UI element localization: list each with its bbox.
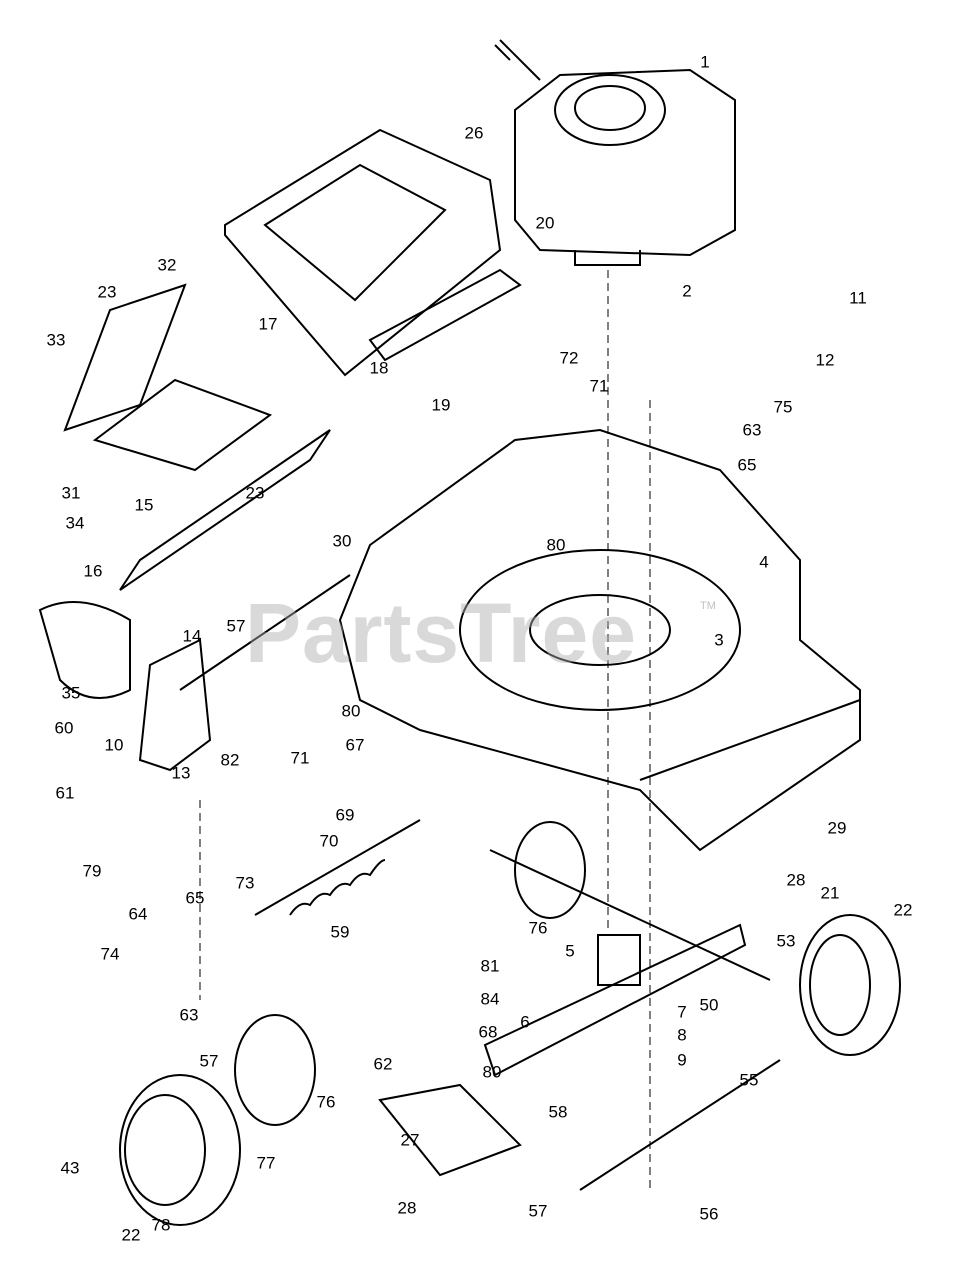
wheel-hub-part	[234, 1014, 316, 1126]
callout-2: 2	[682, 281, 692, 301]
callout-4: 4	[759, 552, 769, 572]
callout-73: 73	[235, 873, 255, 893]
callout-77: 77	[256, 1153, 276, 1173]
callout-82: 82	[220, 750, 240, 770]
callout-17: 17	[258, 314, 278, 334]
callout-57: 57	[199, 1051, 219, 1071]
callout-78: 78	[151, 1215, 171, 1235]
callout-8: 8	[677, 1025, 687, 1045]
callout-61: 61	[55, 783, 75, 803]
callout-68: 68	[478, 1022, 498, 1042]
callout-23: 23	[97, 282, 117, 302]
callout-14: 14	[182, 626, 202, 646]
callout-67: 67	[345, 735, 365, 755]
callout-28: 28	[397, 1198, 417, 1218]
height-adjuster-bracket-part	[138, 638, 212, 772]
callout-64: 64	[128, 904, 148, 924]
watermark-tm: TM	[700, 600, 716, 612]
callout-30: 30	[332, 531, 352, 551]
callout-57: 57	[528, 1201, 548, 1221]
callout-26: 26	[464, 123, 484, 143]
callout-63: 63	[742, 420, 762, 440]
callout-9: 9	[677, 1050, 687, 1070]
callout-62: 62	[373, 1054, 393, 1074]
center-lines	[199, 270, 651, 1190]
callout-35: 35	[61, 683, 81, 703]
callout-65: 65	[737, 455, 757, 475]
callout-71: 71	[589, 376, 609, 396]
callout-71: 71	[290, 748, 310, 768]
rear-deflector-part	[38, 601, 131, 699]
callout-11: 11	[849, 288, 867, 308]
plate-part	[378, 1083, 522, 1177]
callout-63: 63	[179, 1005, 199, 1025]
callout-57: 57	[226, 616, 246, 636]
callout-12: 12	[815, 350, 835, 370]
mower-deck-part	[338, 428, 861, 852]
callout-10: 10	[104, 735, 124, 755]
bag-frame-part	[63, 283, 331, 591]
callout-50: 50	[699, 995, 719, 1015]
callout-55: 55	[739, 1070, 759, 1090]
wheel-hub-part	[514, 821, 586, 919]
callout-13: 13	[171, 763, 191, 783]
callout-27: 27	[400, 1130, 420, 1150]
spring-part	[289, 859, 386, 916]
callout-80: 80	[341, 701, 361, 721]
front-axle-part	[579, 1059, 781, 1191]
callout-15: 15	[134, 495, 154, 515]
callout-32: 32	[157, 255, 177, 275]
callout-81: 81	[480, 956, 500, 976]
callout-1: 1	[700, 52, 710, 72]
callout-3: 3	[714, 630, 724, 650]
callout-53: 53	[776, 931, 796, 951]
callout-76: 76	[528, 918, 548, 938]
callout-21: 21	[820, 883, 840, 903]
callout-7: 7	[677, 1002, 687, 1022]
watermark-text: PartsTree	[245, 586, 637, 680]
callout-31: 31	[61, 483, 81, 503]
callout-20: 20	[535, 213, 555, 233]
blade-part	[483, 923, 747, 1077]
callout-28: 28	[786, 870, 806, 890]
callout-70: 70	[319, 831, 339, 851]
callout-69: 69	[335, 805, 355, 825]
callout-6: 6	[520, 1012, 530, 1032]
callout-22: 22	[121, 1225, 141, 1245]
watermark-logo: PartsTree	[245, 585, 637, 682]
callout-22: 22	[893, 900, 913, 920]
callout-84: 84	[480, 989, 500, 1009]
callout-18: 18	[369, 358, 389, 378]
axle-part	[179, 574, 351, 691]
blade-adapter-part	[597, 934, 641, 986]
callout-75: 75	[773, 397, 793, 417]
callout-72: 72	[559, 348, 579, 368]
callout-79: 79	[82, 861, 102, 881]
rod-part	[254, 819, 421, 916]
callout-80: 80	[546, 535, 566, 555]
callout-80: 80	[482, 1062, 502, 1082]
callout-58: 58	[548, 1102, 568, 1122]
engine-part	[494, 39, 736, 266]
callout-23: 23	[245, 483, 265, 503]
callout-60: 60	[54, 718, 74, 738]
callout-43: 43	[60, 1158, 80, 1178]
callout-65: 65	[185, 888, 205, 908]
callout-29: 29	[827, 818, 847, 838]
axle-bar-part	[489, 849, 771, 981]
bag-cover-part	[224, 128, 522, 377]
left-wheel-part	[119, 1074, 241, 1226]
callout-34: 34	[65, 513, 85, 533]
callout-5: 5	[565, 941, 575, 961]
callout-56: 56	[699, 1204, 719, 1224]
callout-59: 59	[330, 922, 350, 942]
callout-76: 76	[316, 1092, 336, 1112]
callout-33: 33	[46, 330, 66, 350]
callout-16: 16	[83, 561, 103, 581]
right-wheel-part	[799, 914, 901, 1056]
callout-19: 19	[431, 395, 451, 415]
callout-74: 74	[100, 944, 120, 964]
